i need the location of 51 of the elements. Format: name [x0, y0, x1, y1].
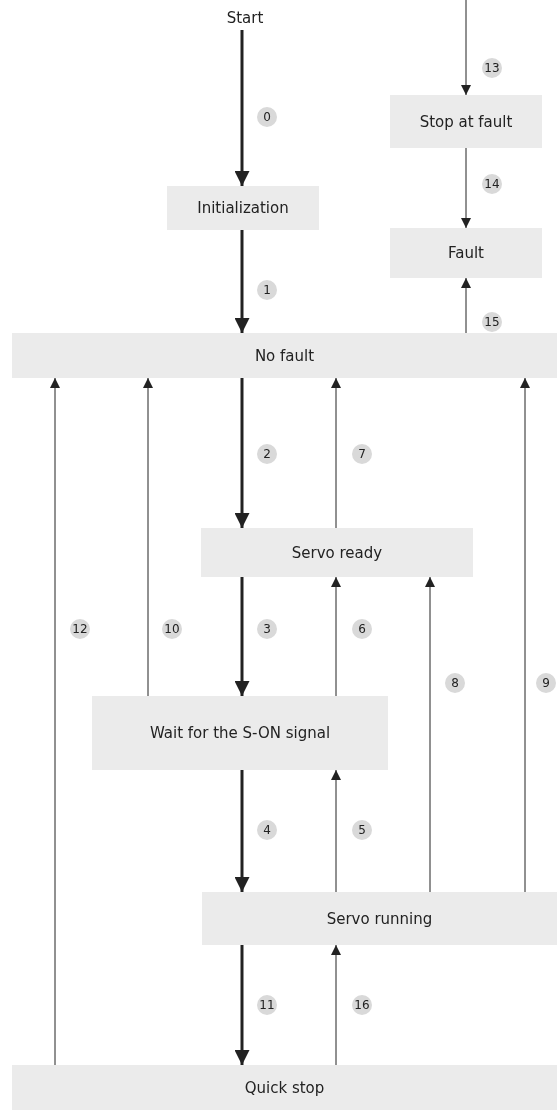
arrow: [461, 0, 471, 96]
state-box: [12, 333, 557, 378]
arrow: [234, 577, 250, 696]
arrow: [520, 377, 530, 893]
arrow: [331, 944, 341, 1066]
state-box: [202, 892, 557, 945]
state-label: Quick stop: [244, 1078, 325, 1097]
edge-label: 12: [70, 619, 90, 639]
arrow: [331, 769, 341, 893]
edge-label: 2: [257, 444, 277, 464]
arrow: [143, 377, 153, 697]
edge-label: 8: [445, 673, 465, 693]
edge-label: 4: [257, 820, 277, 840]
state-box: [12, 1065, 557, 1110]
arrow: [425, 576, 435, 893]
arrow: [234, 378, 250, 528]
state-box: [201, 528, 473, 577]
edge-label: 11: [257, 995, 277, 1015]
edge-label: 6: [352, 619, 372, 639]
arrow: [461, 147, 471, 229]
state-label: Servo running: [326, 909, 433, 928]
state-label: Wait for the S-ON signal: [149, 724, 331, 742]
state-label: Stop at fault: [419, 112, 513, 131]
state-box: [390, 228, 542, 278]
edge-label: 1: [257, 280, 277, 300]
arrow: [331, 576, 341, 697]
edge-label: 0: [257, 107, 277, 127]
edge-label: 5: [352, 820, 372, 840]
arrow: [461, 277, 471, 334]
state-box: [92, 696, 388, 770]
arrow: [234, 230, 250, 333]
state-label: No fault: [254, 346, 315, 365]
state-box: [390, 95, 542, 148]
state-label: Fault: [448, 244, 484, 262]
edge-label: 16: [352, 995, 372, 1015]
edge-label: 10: [162, 619, 182, 639]
start-label: Start: [226, 9, 264, 27]
edge-label: 15: [482, 312, 502, 332]
arrow: [50, 377, 60, 1066]
edge-label: 3: [257, 619, 277, 639]
edge-label: 14: [482, 174, 502, 194]
edge-label: 7: [352, 444, 372, 464]
arrow: [234, 945, 250, 1065]
state-label: Initialization: [197, 199, 289, 217]
arrow: [234, 30, 250, 186]
arrow: [331, 377, 341, 529]
arrow: [234, 770, 250, 892]
state-label: Servo ready: [291, 543, 383, 562]
edge-label: 9: [536, 673, 556, 693]
state-box: [167, 186, 319, 230]
edge-label: 13: [482, 58, 502, 78]
